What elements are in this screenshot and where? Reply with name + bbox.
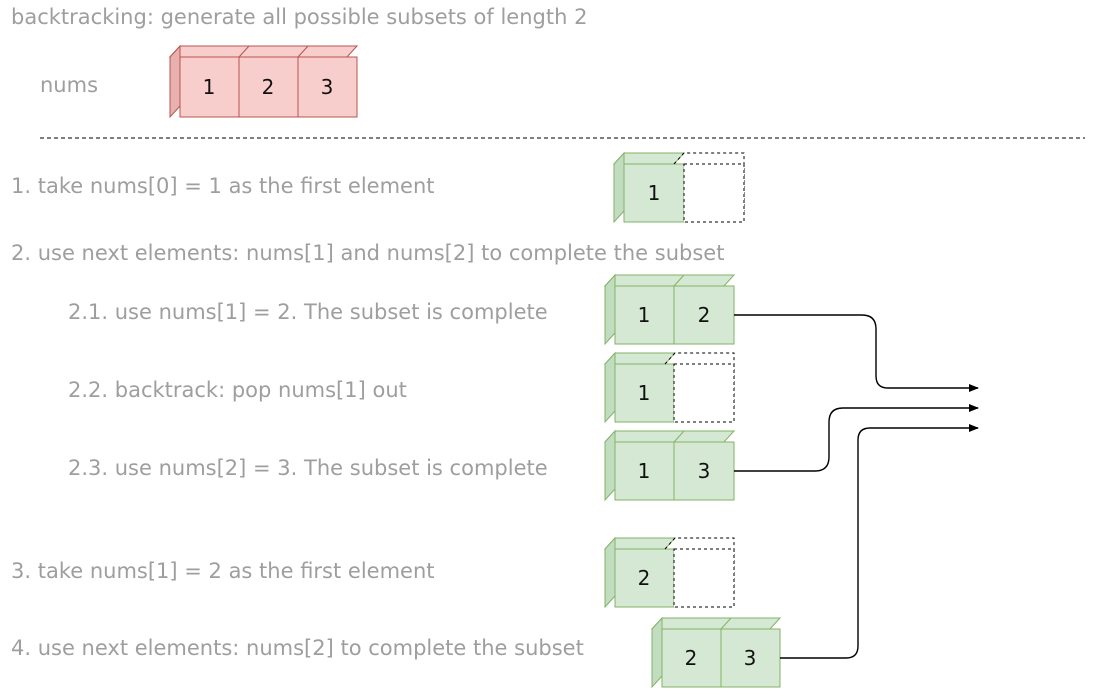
arrow-subset-2-3: [780, 424, 979, 659]
nums-value-1: 2: [262, 75, 275, 99]
arrow-subset-1-3: [734, 404, 979, 472]
subset-step-4-value-1: 3: [744, 646, 757, 670]
step-1-text: 1. take nums[0] = 1 as the first element: [11, 174, 435, 198]
nums-cell-0: [179, 56, 240, 118]
step-2-1-text: 2.1. use nums[1] = 2. The subset is comp…: [68, 300, 548, 324]
subset-step-4: 2 3: [650, 616, 782, 689]
subset-step-2-1: 1 2: [603, 273, 736, 346]
subset-step-2-1-value-1: 2: [698, 303, 711, 327]
nums-cell-1: [238, 56, 299, 118]
nums-cell-2: [297, 56, 358, 118]
subset-step-4-value-0: 2: [685, 646, 698, 670]
subset-step-3: 2: [603, 536, 735, 609]
nums-array: 1 2 3: [168, 44, 359, 119]
step-2-2-text: 2.2. backtrack: pop nums[1] out: [68, 378, 407, 402]
step-4-text: 4. use next elements: nums[2] to complet…: [11, 636, 584, 660]
subset-step-2-3-value-1: 3: [698, 459, 711, 483]
subset-step-2-3-value-0: 1: [638, 459, 651, 483]
subset-step-1: 1: [612, 151, 745, 224]
subset-step-2-1-value-0: 1: [638, 303, 651, 327]
diagram-title: backtracking: generate all possible subs…: [11, 5, 588, 29]
step-2-text: 2. use next elements: nums[1] and nums[2…: [11, 241, 725, 265]
subset-step-2-2: 1: [603, 351, 735, 424]
subset-step-2-2-value-0: 1: [638, 381, 651, 405]
nums-value-0: 1: [203, 75, 216, 99]
nums-label: nums: [40, 73, 99, 97]
nums-value-2: 3: [321, 75, 334, 99]
step-3-text: 3. take nums[1] = 2 as the first element: [11, 559, 435, 583]
subset-step-2-3: 1 3: [603, 429, 736, 502]
arrow-subset-1-2: [734, 314, 979, 392]
step-2-3-text: 2.3. use nums[2] = 3. The subset is comp…: [68, 456, 548, 480]
subset-step-3-value-0: 2: [638, 566, 651, 590]
subset-step-1-value-0: 1: [648, 181, 661, 205]
